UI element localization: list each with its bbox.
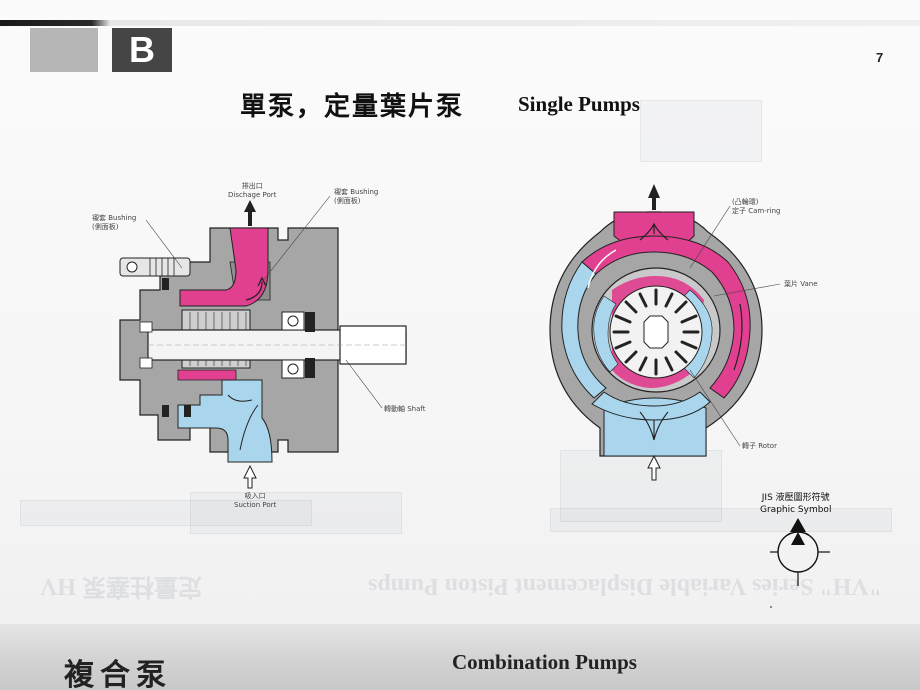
adjust-screw <box>119 257 191 277</box>
discharge-ring <box>581 235 751 399</box>
graphic-symbol-pump <box>770 518 830 586</box>
title-chinese: 單泵，定量葉片泵 <box>240 92 465 122</box>
seal <box>305 312 315 332</box>
discharge-port-label: 排出口 Dischage Port <box>228 182 277 199</box>
suction-port-label: 吸入口 Suction Port <box>234 492 277 509</box>
vane-label: 葉片 Vane <box>784 280 818 288</box>
discharge-arrow <box>244 200 256 226</box>
shaft-label: 轉動軸 Shaft <box>384 405 426 413</box>
discharge-arrow <box>648 184 660 210</box>
footer-title-english: Combination Pumps <box>452 650 637 674</box>
cam-ring-label: (凸輪環) 定子 Cam-ring <box>732 198 781 215</box>
bearing <box>281 359 305 379</box>
bearing <box>139 357 153 369</box>
bushing-label-left: 襯套 Bushing (側面板) <box>92 214 137 231</box>
seal <box>184 405 191 417</box>
bearing <box>139 321 153 333</box>
graphic-symbol-caption: JIS 液壓圖形符號 Graphic Symbol <box>760 493 831 516</box>
bushing-label-right: 襯套 Bushing (側面板) <box>334 188 379 205</box>
seal <box>162 405 169 417</box>
suction-ring <box>561 261 607 399</box>
flow-arrow <box>639 222 669 241</box>
vanes <box>612 288 700 376</box>
flow-arrow <box>239 404 259 451</box>
graphic-symbol-label-en: Graphic Symbol <box>760 504 832 515</box>
seal <box>162 278 169 290</box>
flow-arrow <box>639 411 669 441</box>
flow-arrow <box>245 281 263 301</box>
title-english: Single Pumps <box>518 92 640 116</box>
section-letter: B <box>112 28 172 72</box>
bearing <box>281 311 305 331</box>
rotor-label: 轉子 Rotor <box>742 442 777 450</box>
top-edge <box>0 20 920 26</box>
graphic-symbol-label-cn: JIS 液壓圖形符號 <box>761 493 830 503</box>
previous-section-tab <box>30 28 98 72</box>
seal <box>305 358 315 378</box>
footer-title-chinese: 複合泵 <box>64 658 172 690</box>
spline-hub <box>643 315 669 349</box>
suction-arrow <box>243 464 257 489</box>
page-number: 7 <box>876 50 884 65</box>
suction-arrow <box>647 454 661 481</box>
footer-band <box>0 624 920 690</box>
discharge-channel <box>179 227 269 307</box>
